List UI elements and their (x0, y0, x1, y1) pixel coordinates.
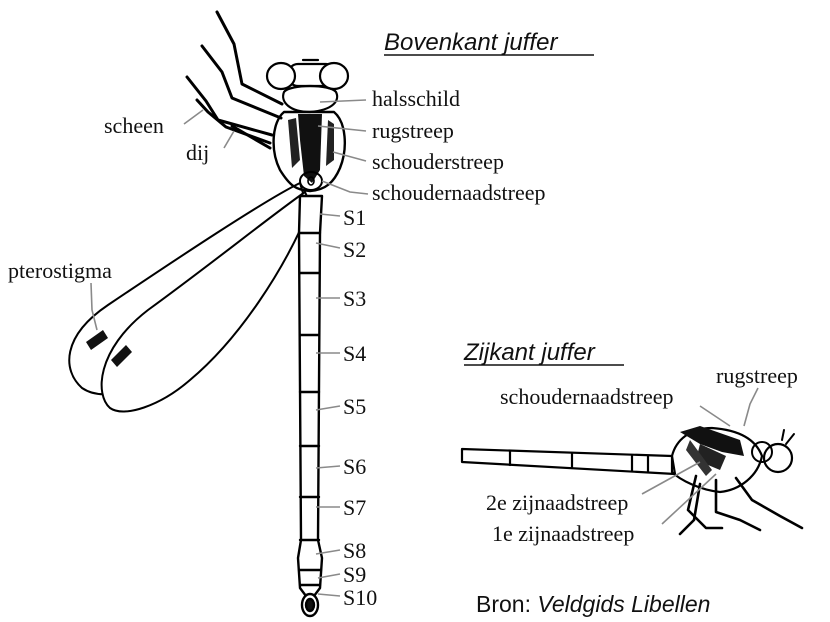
side-label-2e-zijnaadstreep: 2e zijnaadstreep (486, 490, 628, 515)
side-view-title: Zijkant juffer (463, 339, 596, 366)
label-schouderstreep: schouderstreep (372, 149, 504, 174)
source-title: Veldgids Libellen (537, 591, 710, 617)
segment-label: S8 (343, 538, 366, 563)
source-credit: Bron: Veldgids Libellen (476, 591, 710, 617)
side-legs-drawing (680, 476, 802, 534)
top-view-title: Bovenkant juffer (384, 29, 558, 56)
segment-label: S9 (343, 562, 366, 587)
label-schoudernaadstreep: schoudernaadstreep (372, 180, 545, 205)
source-prefix: Bron: (476, 591, 537, 617)
segment-label: S4 (343, 341, 366, 366)
side-abdomen-drawing (462, 449, 675, 474)
top-view-damselfly (69, 12, 368, 616)
side-label-1e-zijnaadstreep: 1e zijnaadstreep (492, 521, 634, 546)
head-drawing (267, 60, 348, 89)
label-scheen: scheen (104, 113, 164, 138)
segment-label: S5 (343, 394, 366, 419)
wings-drawing (69, 183, 311, 412)
prothorax-drawing (283, 86, 337, 112)
side-thorax-drawing (672, 426, 794, 492)
side-label-schoudernaadstreep: schoudernaadstreep (500, 384, 673, 409)
segment-label: S7 (343, 495, 366, 520)
label-halsschild: halsschild (372, 86, 460, 111)
segment-label: S3 (343, 286, 366, 311)
label-dij: dij (186, 140, 209, 165)
segment-label: S10 (343, 585, 377, 610)
segment-label: S2 (343, 237, 366, 262)
label-pterostigma: pterostigma (8, 258, 112, 283)
segment-label: S6 (343, 454, 366, 479)
segment-label: S1 (343, 205, 366, 230)
label-rugstreep: rugstreep (372, 118, 454, 143)
side-label-rugstreep: rugstreep (716, 363, 798, 388)
